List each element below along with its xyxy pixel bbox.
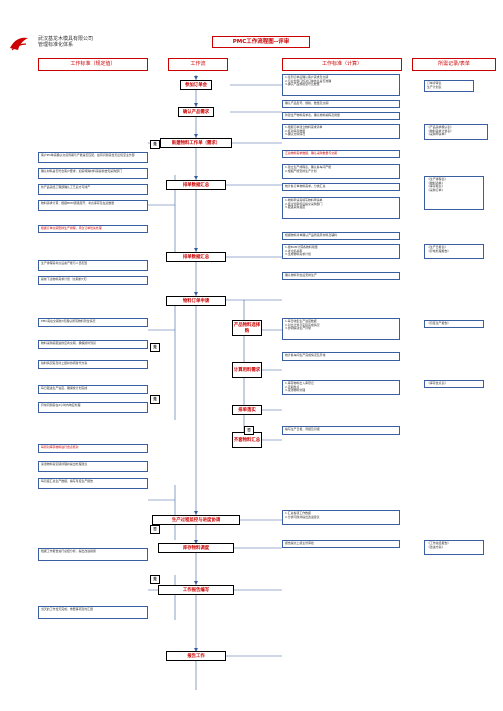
right-note: 1.汇总各项工作数据 2.分析问题并提出改进建议 <box>282 510 400 525</box>
right-note: 1.每日收集生产进度数据 2.对比计划与实际完成情况 3.协调解决生产异常 <box>282 318 400 340</box>
flow-node-schedule-execute: 排单落实 <box>232 405 262 415</box>
output-record: 《生产排程表》 《物料清单》 《库存报表》 《采购订单》 <box>424 176 484 210</box>
right-note: 1.按BOM计算各物料用量 2.考虑损耗率 3.生成物料需求计划 <box>282 244 400 259</box>
right-note: 1.库存物料出入库登记 2.定期盘点 3.呆滞物料处理 <box>282 380 400 395</box>
decision-tag: 是 <box>150 395 160 404</box>
output-record: 订单评审表 生产计划表 <box>424 80 474 92</box>
left-note: 缺料情况需及时上报并协调替代方案 <box>38 360 148 369</box>
right-note: 新建生产物料需求表，确认物料编码及用量 <box>282 112 400 120</box>
company-line-1: 武汉基龙木模具有限公司 <box>38 36 94 42</box>
left-note: 异常问题需在2小时内响应处理 <box>38 402 148 413</box>
column-header-right: 工作标准（计算） <box>282 58 402 71</box>
company-name: 武汉基龙木模具有限公司 管理标准化体系 <box>38 36 93 48</box>
left-note: 提前下达物料需求计划（交期前7天） <box>38 276 148 285</box>
right-note: 确认产品型号、规格、数量及交期 <box>282 100 400 108</box>
right-note: 1.根据订单建立物料需求清单 2.核对库存数量 3.确认欠料情况 <box>282 124 400 139</box>
decision-tag: 是 <box>150 575 160 584</box>
right-note: 1.建立生产排程表，确认各车间产能 2.根据产能安排生产计划 <box>282 164 400 179</box>
left-note: 确认材料是否符合客户要求，如需特殊材料需提前告知采购部门 <box>38 168 148 179</box>
flow-node-work-report: 工作报告编写 <box>158 585 234 595</box>
column-header-left: 工作标准（规定值） <box>38 58 148 71</box>
output-record: 《库存盘点表》 <box>424 380 484 388</box>
left-note: 呆滞物料需定期清理并提出处理建议 <box>38 461 148 472</box>
left-note: 物料采购需跟进供应商交期，确保按时到货 <box>38 340 148 349</box>
decision-tag: 否 <box>244 426 254 435</box>
left-note: PMC需在交期前3天确认所有物料到位情况 <box>38 318 148 327</box>
decision-tag: 否 <box>150 525 160 534</box>
left-note: 物料需求计算：根据BOM逐级展开，考虑库存及在途数量 <box>38 200 148 211</box>
column-header-center: 工作流 <box>168 58 228 71</box>
left-note: 每月底汇总生产数据，编写月度生产报告 <box>38 478 148 489</box>
output-record: 《产品需求确认表》 《物料需求计划表》 《采购申请单》 <box>424 124 488 140</box>
left-note: 每周对库存物料进行盘点核对 <box>38 444 148 453</box>
right-note: 报告提交上级主管审批 <box>282 540 400 548</box>
decision-tag: 是 <box>150 140 160 149</box>
flow-node-inventory-dispatch: 库存物料调度 <box>158 543 234 553</box>
right-note: 根据物料清单确认产品所需原材料及辅料 <box>282 232 400 240</box>
output-record: 《工作总结报告》 《改进方案》 <box>424 540 484 555</box>
right-note: 1.接到订单后确认客户需求及交期 2.与业务部门核对订单信息是否准确 3.确认产… <box>282 74 400 96</box>
output-record: 《月度生产报告》 <box>424 320 484 328</box>
right-note: 统计各订单物料需求，分类汇总 <box>282 183 400 191</box>
flow-node-schedule-summary-1: 排单数据汇总 <box>166 180 226 190</box>
left-note: 根据订单交期安排生产排程，紧急订单优先处理 <box>38 225 148 233</box>
flow-node-confirm-demand: 确认产品需求 <box>178 107 214 117</box>
decision-tag: 是 <box>150 343 160 352</box>
right-note: 统计各车间生产完成情况及异常 <box>282 352 400 361</box>
flow-node-material-order-request: 物料订单申请 <box>166 296 226 306</box>
left-note: 每日跟进生产进度，确保按计划完成 <box>38 385 148 394</box>
company-logo <box>8 34 30 52</box>
flow-node-order-meeting: 参加订单会 <box>180 80 212 90</box>
right-note: 汇总物料需求数据，确认采购数量与交期 <box>282 150 400 158</box>
flow-node-product-material-select: 产品物料选择购 <box>232 320 262 336</box>
right-note: 编写生产日报、周报及月报 <box>282 426 400 435</box>
right-note: 1.物料申请需填写物料申请单 2.经主管审核后提交采购部门 3.跟进采购进度 <box>282 197 400 219</box>
flow-node-new-material-order: 新建物料工作单（需求） <box>160 138 232 148</box>
flow-node-schedule-summary-2: 排单数据汇总 <box>166 252 226 262</box>
flow-node-compute-material: 计算用料需求 <box>232 362 262 378</box>
left-note: 新产品需经工程部确认工艺后方可排产 <box>38 184 148 195</box>
left-note: 当天的工作当天完成，重要事项及时汇报 <box>38 606 148 619</box>
right-note: 确认物料到位后安排生产 <box>282 272 400 280</box>
left-note: 客户PO单需确认交货周期与产能是否匹配，如有问题需当天反馈至业务部 <box>38 152 148 163</box>
page-title: PMC工作流程图--评审 <box>212 36 310 48</box>
left-note: 生产排程需考虑设备产能与人员配置 <box>38 260 148 271</box>
output-record: 《生产日报表》 《异常处理报告》 <box>424 244 484 259</box>
flow-node-report-work: 报告工作 <box>166 651 226 661</box>
company-line-2: 管理标准化体系 <box>38 42 74 48</box>
left-note: 根据工作报告进行总结分析，提出改进措施 <box>38 548 148 561</box>
flow-node-production-monitor: 生产过程监控与进度协调 <box>152 515 240 525</box>
column-header-output: 所需记录/表单 <box>412 58 496 71</box>
